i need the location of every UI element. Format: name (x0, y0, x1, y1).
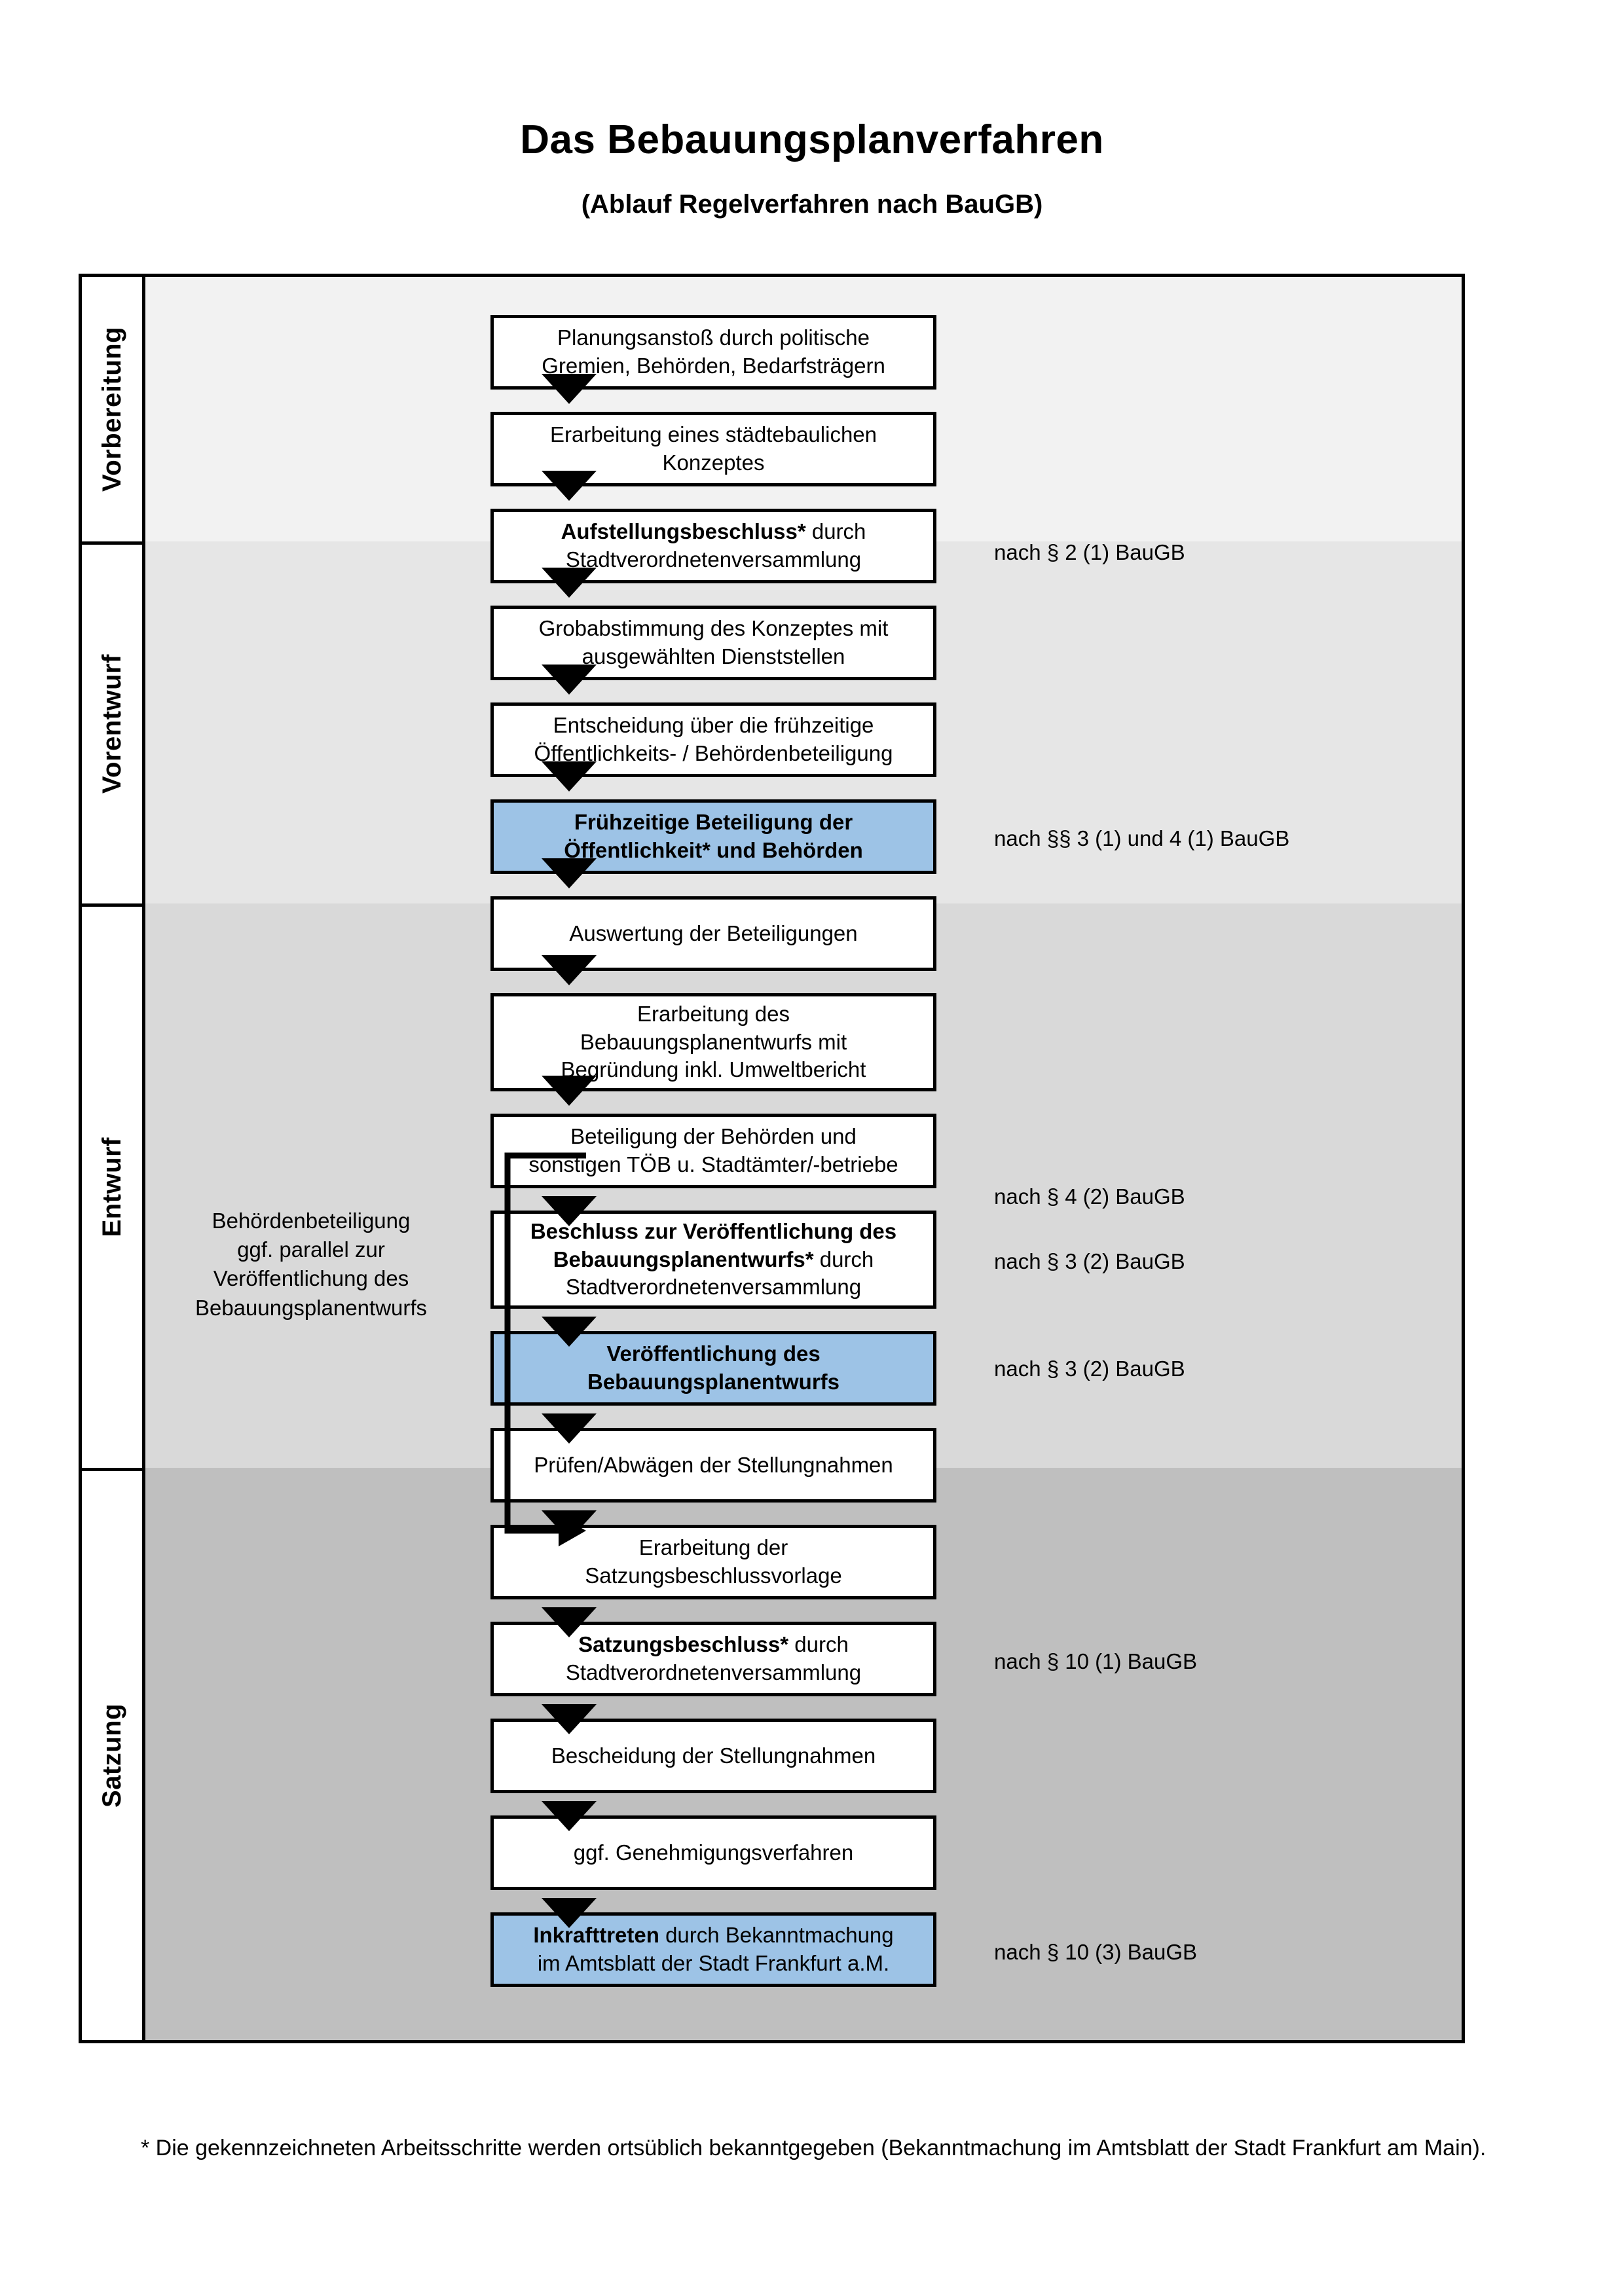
step-erarbeitung-bebauungsplanentwurf[interactable]: Erarbeitung des Bebauungsplanentwurfs mi… (490, 993, 936, 1091)
phase-cell-vorentwurf: Vorentwurf (82, 541, 142, 903)
step-line: Öffentlichkeits- / Behördenbeteiligung (534, 741, 893, 765)
phase-cell-entwurf: Entwurf (82, 903, 142, 1468)
flow-arrow-15 (542, 1801, 597, 1831)
flow-arrow-14 (542, 1704, 597, 1734)
flow-arrow-16 (542, 1898, 597, 1928)
step-genehmigungsverfahren[interactable]: ggf. Genehmigungsverfahren (490, 1815, 936, 1890)
legal-note-para-3-2-second: nach § 3 (2) BauGB (994, 1357, 1185, 1381)
step-line: Begründung inkl. Umweltbericht (561, 1057, 866, 1082)
step-line: Konzeptes (662, 450, 765, 475)
step-line: Stadtverordnetenversammlung (565, 547, 862, 572)
step-line: Beteiligung der Behörden und (570, 1124, 857, 1149)
parallel-process-note: Behördenbeteiligung ggf. parallel zur Ve… (160, 1207, 462, 1322)
flow-arrow-9 (542, 1196, 597, 1226)
page-subtitle: (Ablauf Regelverfahren nach BauGB) (581, 190, 1043, 219)
step-line: Stadtverordnetenversammlung (565, 1275, 862, 1300)
step-line: Aufstellungsbeschluss* durch (561, 518, 866, 546)
step-fruehzeitige-beteiligung[interactable]: Frühzeitige Beteiligung der Öffentlichke… (490, 799, 936, 874)
step-line: Erarbeitung des (637, 1001, 790, 1026)
step-line: Grobabstimmung des Konzeptes mit (538, 616, 889, 641)
step-line: ausgewählten Dienststellen (581, 644, 845, 668)
step-line: Bebauungsplanentwurfs mit (580, 1029, 847, 1054)
step-line-rest: durch (813, 1247, 874, 1271)
step-line: Erarbeitung der (638, 1535, 788, 1560)
step-emphasis: Aufstellungsbeschluss* (561, 519, 806, 544)
step-line: Bebauungsplanentwurfs (587, 1370, 840, 1394)
parallel-note-line-2: ggf. parallel zur (237, 1237, 385, 1262)
flow-arrow-8 (542, 1076, 597, 1106)
step-line: Erarbeitung eines städtebaulichen (549, 422, 877, 447)
step-emphasis: Satzungsbeschluss* (578, 1632, 789, 1657)
parallel-note-line-4: Bebauungsplanentwurfs (194, 1295, 428, 1320)
flow-arrow-6 (542, 858, 597, 888)
phase-label-entwurf: Entwurf (97, 1137, 126, 1237)
step-line: Planungsanstoß durch politische (557, 325, 870, 350)
legal-note-para-10-3: nach § 10 (3) BauGB (994, 1940, 1198, 1964)
step-line: Satzungsbeschlussvorlage (585, 1563, 842, 1588)
page-title: Das Bebauungsplanverfahren (520, 117, 1104, 162)
step-grobabstimmung[interactable]: Grobabstimmung des Konzeptes mit ausgewä… (490, 606, 936, 680)
step-line: Entscheidung über die frühzeitige (553, 713, 874, 738)
step-line: Öffentlichkeit* und Behörden (564, 838, 863, 862)
flow-arrow-7 (542, 955, 597, 985)
footnote-text: * Die gekennzeichneten Arbeitsschritte w… (141, 2136, 1486, 2160)
step-line-rest: durch Bekanntmachung (659, 1923, 894, 1948)
legal-note-para-2-1: nach § 2 (1) BauGB (994, 540, 1185, 564)
phase-label-vorbereitung: Vorbereitung (97, 327, 126, 492)
flowchart-frame: Vorbereitung Vorentwurf Entwurf Satzung … (79, 274, 1465, 2043)
step-line: Satzungsbeschluss* durch (566, 1631, 861, 1659)
phase-cell-satzung: Satzung (82, 1468, 142, 2040)
step-line-rest: durch (805, 519, 866, 544)
step-emphasis: Bebauungsplanentwurfs* (553, 1247, 814, 1271)
step-line: Frühzeitige Beteiligung der (574, 810, 853, 835)
bypass-connector-arrow (504, 1152, 586, 1546)
flow-arrow-3 (542, 568, 597, 598)
step-line: Bescheidung der Stellungnahmen (551, 1743, 876, 1768)
flow-arrow-5 (542, 761, 597, 792)
step-line: Stadtverordnetenversammlung (565, 1660, 862, 1685)
step-line: Gremien, Behörden, Bedarfsträgern (542, 354, 885, 378)
flow-arrow-4 (542, 665, 597, 695)
step-line: im Amtsblatt der Stadt Frankfurt a.M. (537, 1951, 890, 1975)
title-block: Das Bebauungsplanverfahren (Ablauf Regel… (0, 117, 1624, 219)
step-staedtebauliches-konzept[interactable]: Erarbeitung eines städtebaulichen Konzep… (490, 412, 936, 486)
parallel-note-line-3: Veröffentlichung des (213, 1266, 409, 1291)
phase-cell-vorbereitung: Vorbereitung (82, 277, 142, 541)
step-line: Veröffentlichung des (606, 1341, 821, 1366)
step-line-rest: durch (788, 1632, 849, 1657)
step-line: ggf. Genehmigungsverfahren (573, 1840, 854, 1865)
legal-note-para-3-2-first: nach § 3 (2) BauGB (994, 1249, 1185, 1273)
legal-note-para-4-2: nach § 4 (2) BauGB (994, 1184, 1185, 1209)
step-line: sonstigen TÖB u. Stadtämter/-betriebe (528, 1152, 898, 1176)
parallel-note-line-1: Behördenbeteiligung (212, 1209, 411, 1233)
step-veroeffentlichung-bebauungsplanentwurf[interactable]: Veröffentlichung des Bebauungsplanentwur… (490, 1331, 936, 1406)
phase-label-column: Vorbereitung Vorentwurf Entwurf Satzung (82, 277, 145, 2040)
step-beschluss-veroeffentlichung[interactable]: Beschluss zur Veröffentlichung des Bebau… (490, 1211, 936, 1309)
flow-arrow-11 (542, 1413, 597, 1444)
legal-note-para-3-1-4-1: nach §§ 3 (1) und 4 (1) BauGB (994, 826, 1290, 850)
legal-note-para-10-1: nach § 10 (1) BauGB (994, 1649, 1198, 1673)
flow-arrow-1 (542, 374, 597, 404)
step-beteiligung-behoerden-toeb[interactable]: Beteiligung der Behörden und sonstigen T… (490, 1114, 936, 1188)
step-line: Prüfen/Abwägen der Stellungnahmen (534, 1452, 893, 1477)
step-line: Auswertung der Beteiligungen (569, 920, 858, 945)
flow-arrow-13 (542, 1607, 597, 1637)
step-line: Bebauungsplanentwurfs* durch (530, 1246, 896, 1274)
phase-label-vorentwurf: Vorentwurf (97, 654, 126, 794)
phase-label-satzung: Satzung (97, 1703, 126, 1808)
flow-arrow-2 (542, 471, 597, 501)
flow-arrow-10 (542, 1317, 597, 1347)
